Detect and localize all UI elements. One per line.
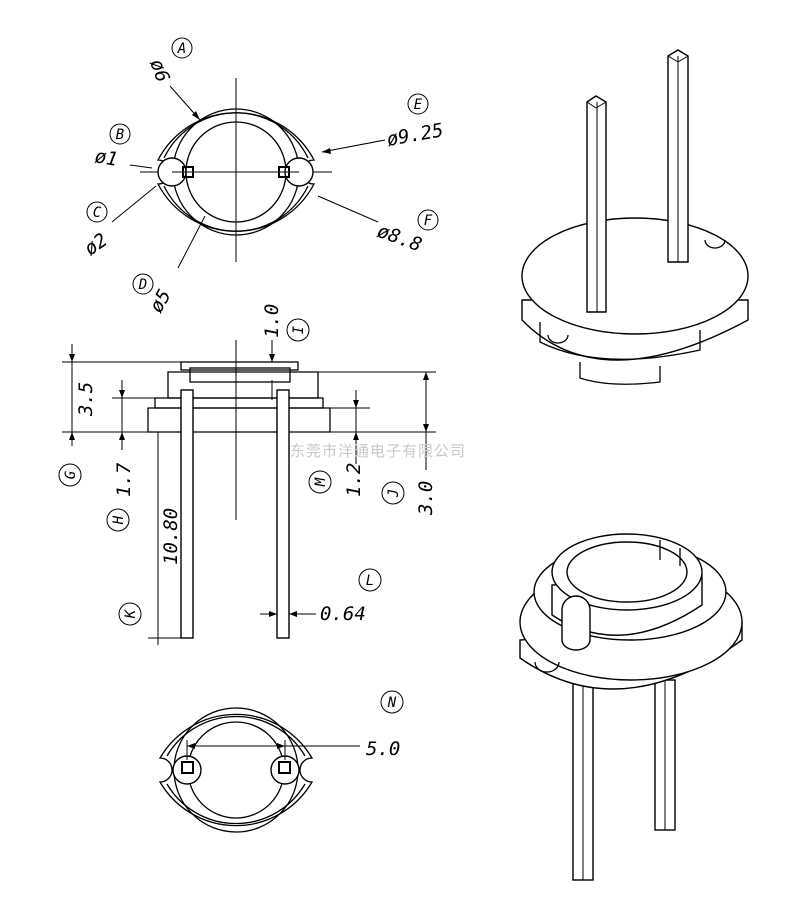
svg-text:A: A xyxy=(177,41,186,57)
svg-text:ø6: ø6 xyxy=(145,56,174,85)
label-H: H 10.80 xyxy=(106,508,182,565)
svg-text:M: M xyxy=(313,477,329,487)
svg-text:1.7: 1.7 xyxy=(113,462,135,497)
svg-text:1.2: 1.2 xyxy=(343,463,365,497)
label-D: D ø5 xyxy=(132,273,176,317)
svg-text:L: L xyxy=(366,573,374,589)
label-I: I 1.0 xyxy=(261,304,310,342)
svg-text:F: F xyxy=(424,213,433,229)
svg-text:ø1: ø1 xyxy=(93,145,119,171)
label-A: A ø6 xyxy=(145,37,193,85)
label-F: F ø8.8 xyxy=(374,209,439,256)
svg-text:10.80: 10.80 xyxy=(160,508,182,565)
iso-view-pins-up xyxy=(521,49,749,385)
svg-text:D: D xyxy=(138,277,147,293)
svg-text:K: K xyxy=(123,608,139,619)
svg-text:ø2: ø2 xyxy=(80,229,111,260)
svg-text:G: G xyxy=(63,470,79,479)
svg-text:C: C xyxy=(93,205,102,221)
side-view: 3.5 G 1.7 H 10.80 I 1.0 J 3.0 K L xyxy=(58,304,437,645)
label-K: K xyxy=(118,602,142,626)
label-G: G 1.7 xyxy=(58,462,135,497)
svg-text:ø9.25: ø9.25 xyxy=(385,119,445,151)
svg-text:J: J xyxy=(386,489,402,498)
svg-text:ø8.8: ø8.8 xyxy=(374,220,425,256)
svg-text:B: B xyxy=(116,127,124,143)
svg-text:0.64: 0.64 xyxy=(320,603,366,625)
label-N: N 5.0 xyxy=(366,690,404,760)
label-J: J 3.0 xyxy=(381,481,437,516)
svg-text:3.0: 3.0 xyxy=(415,481,437,516)
watermark: 东莞市洋通电子有限公司 xyxy=(290,442,466,460)
iso-view-pins-down xyxy=(519,533,743,881)
bottom-view: N 5.0 xyxy=(158,690,404,833)
svg-text:N: N xyxy=(387,695,397,711)
svg-text:3.5: 3.5 xyxy=(75,382,97,417)
svg-text:H: H xyxy=(111,515,127,525)
svg-text:ø5: ø5 xyxy=(145,286,175,317)
label-C: C ø2 xyxy=(80,201,112,260)
svg-text:1.0: 1.0 xyxy=(261,304,283,338)
svg-text:E: E xyxy=(414,97,423,113)
label-B: B ø1 xyxy=(93,123,131,171)
label-M: M 1.2 xyxy=(308,463,365,497)
svg-text:I: I xyxy=(291,325,307,334)
top-view: A ø6 B ø1 C ø2 D ø5 E ø9.25 F ø8.8 xyxy=(80,37,445,317)
label-L: L 0.64 xyxy=(320,568,382,625)
svg-text:5.0: 5.0 xyxy=(366,738,400,760)
label-E: E ø9.25 xyxy=(385,93,445,151)
